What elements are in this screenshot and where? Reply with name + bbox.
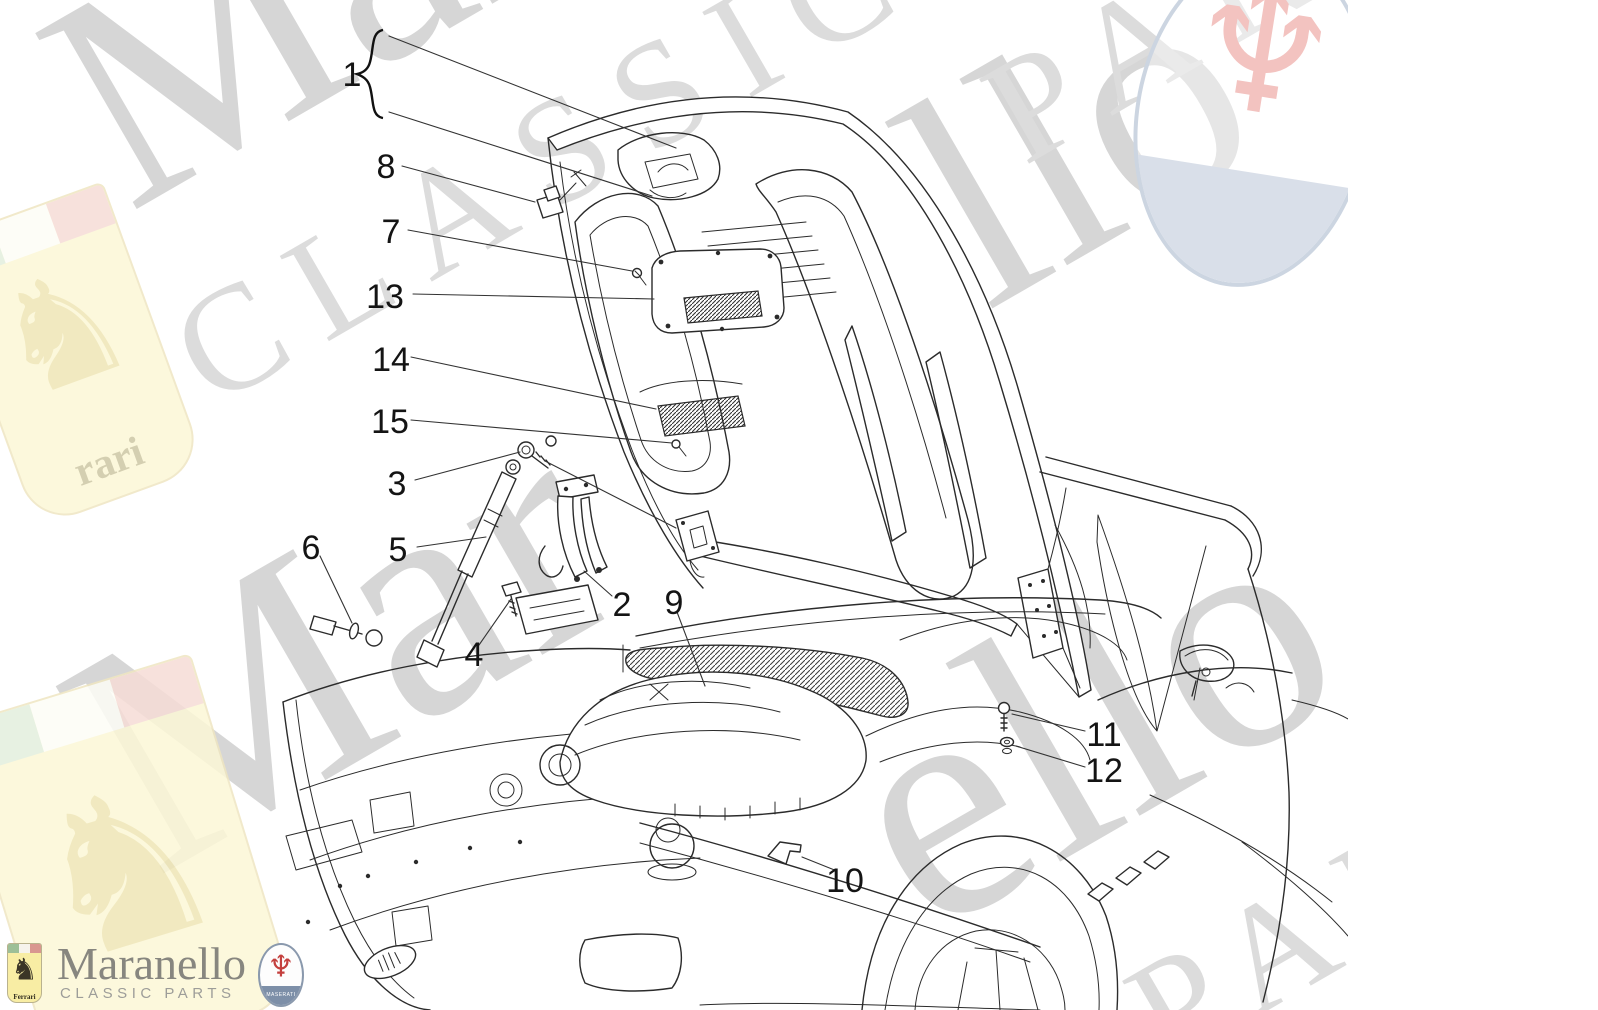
- hinge-assembly: [516, 475, 607, 634]
- callout-9: 9: [665, 584, 684, 622]
- callout-leaders: [320, 30, 1085, 871]
- ferrari-badge-label: Ferrari: [13, 993, 36, 1001]
- callout-3: 3: [388, 465, 407, 503]
- front-lid-diagram: 1 8 7 13 14 15 3 5 6 2 9 4 10 11 12: [0, 0, 1348, 1010]
- callout-labels: 1 8 7 13 14 15 3 5 6 2 9 4 10 11 12: [302, 56, 1123, 900]
- brand-tagline: CLASSIC PARTS: [60, 985, 236, 1002]
- callout-6: 6: [302, 529, 321, 567]
- bumper-emblem: [360, 939, 421, 985]
- gas-strut: [417, 460, 520, 667]
- bumper-stop: [537, 183, 576, 218]
- brand-name: Maranello: [57, 938, 247, 989]
- prancing-horse-icon: ♞: [11, 952, 38, 988]
- callout-1: 1: [343, 56, 362, 94]
- panel-screw: [633, 269, 647, 286]
- callout-11: 11: [1086, 716, 1121, 754]
- hinge-screws: [518, 436, 556, 468]
- callout-4: 4: [465, 636, 484, 674]
- callout-7: 7: [382, 213, 401, 251]
- vent-grille: [640, 381, 745, 436]
- maserati-badge: ♆ MASERATI: [258, 943, 304, 1007]
- callout-14: 14: [372, 341, 410, 379]
- diagram-content-area: Mara llo CLASSIC PARTS Mar ello PARTS ♞ …: [0, 0, 1348, 1010]
- callout-5: 5: [389, 531, 408, 569]
- callout-10: 10: [826, 862, 864, 900]
- callout-13: 13: [366, 278, 404, 316]
- engine: [490, 618, 1127, 880]
- hood-latch-striker: [676, 511, 719, 577]
- hood-hinge-plate: [1018, 488, 1080, 688]
- hardware-parts: [310, 183, 1014, 754]
- trident-icon: ♆: [267, 949, 295, 985]
- fender-screw: [999, 703, 1010, 732]
- brand-footer: ♞ Ferrari Maranello CLASSIC PARTS ♆ MASE…: [7, 938, 307, 1007]
- callout-15: 15: [371, 403, 409, 441]
- callout-12: 12: [1085, 752, 1123, 790]
- ball-stud: [310, 616, 382, 646]
- hinge-bolt: [502, 582, 521, 616]
- insulation-panel: [652, 249, 784, 333]
- callout-8: 8: [377, 148, 396, 186]
- italian-stripes: [8, 944, 41, 953]
- callout-2: 2: [613, 586, 632, 624]
- car-body: [636, 457, 1348, 1010]
- maserati-badge-label: MASERATI: [260, 986, 302, 1005]
- fender-washer: [1001, 738, 1014, 754]
- hood-panel: [548, 97, 1091, 697]
- cowl-clip: [768, 842, 801, 864]
- brace-1: [357, 30, 383, 118]
- grille-screw: [672, 440, 686, 456]
- ferrari-badge: ♞ Ferrari: [7, 943, 42, 1003]
- engine-bay: [283, 618, 1127, 1010]
